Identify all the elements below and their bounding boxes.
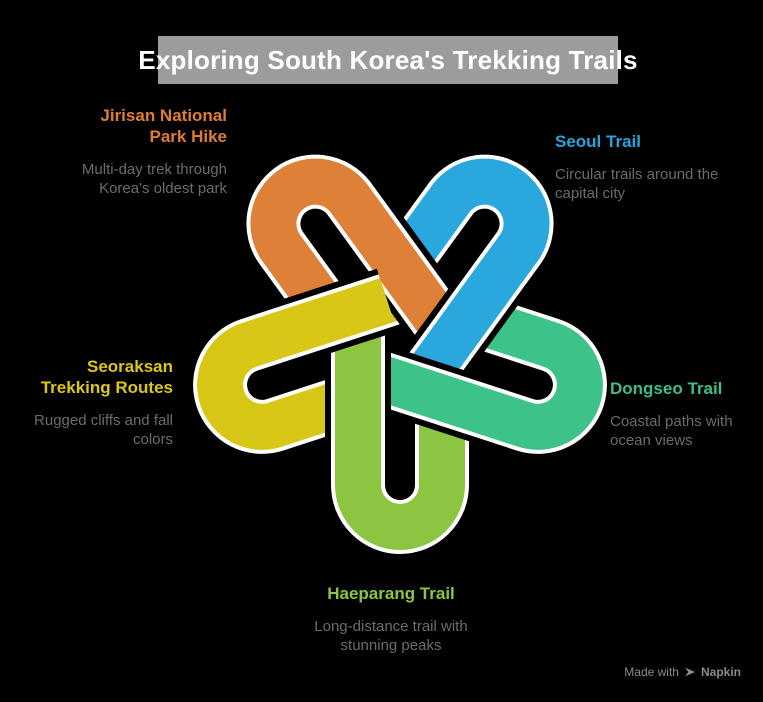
trail-label-jirisan: Jirisan National Park Hike Multi-day tre… — [42, 105, 227, 198]
trail-description-seoraksan: Rugged cliffs and fall colors — [34, 412, 173, 448]
knot-strand-lightgreen — [335, 292, 465, 550]
knot-strand-blue-weave-patch — [415, 254, 523, 379]
trail-description-haeparang: Long-distance trail with stunning peaks — [314, 618, 468, 654]
page-title: Exploring South Korea's Trekking Trails — [138, 36, 638, 84]
knot-strand-orange — [250, 158, 481, 368]
trail-description-seoul: Circular trails around the capital city — [555, 166, 719, 202]
trail-name-seoraksan: Seoraksan Trekking Routes — [40, 357, 173, 397]
knot-strand-orange-weave-patch — [345, 205, 453, 329]
napkin-logo-icon — [684, 667, 695, 677]
knot-strand-yellow — [197, 263, 440, 450]
made-with-napkin-badge: Made with Napkin — [624, 665, 741, 679]
trail-label-seoraksan: Seoraksan Trekking Routes Rugged cliffs … — [3, 356, 173, 449]
trail-name-dongseo: Dongseo Trail — [610, 379, 723, 398]
knot-strand-green — [334, 286, 603, 450]
trail-name-jirisan: Jirisan National Park Hike — [100, 106, 227, 146]
trail-name-haeparang: Haeparang Trail — [327, 584, 455, 603]
knot-strand-yellow-weave-patch — [266, 278, 395, 359]
knot-strand-green-weave-patch — [379, 358, 508, 439]
trail-description-jirisan: Multi-day trek through Korea's oldest pa… — [81, 161, 227, 197]
trail-label-haeparang: Haeparang Trail Long-distance trail with… — [241, 583, 541, 655]
trail-description-dongseo: Coastal paths with ocean views — [610, 413, 733, 449]
made-with-text: Made with — [624, 665, 679, 679]
trail-name-seoul: Seoul Trail — [555, 132, 641, 151]
napkin-brand-text: Napkin — [700, 665, 741, 679]
knot-strand-blue — [363, 158, 550, 418]
trail-label-seoul: Seoul Trail Circular trails around the c… — [555, 131, 730, 203]
trail-label-dongseo: Dongseo Trail Coastal paths with ocean v… — [610, 378, 750, 450]
